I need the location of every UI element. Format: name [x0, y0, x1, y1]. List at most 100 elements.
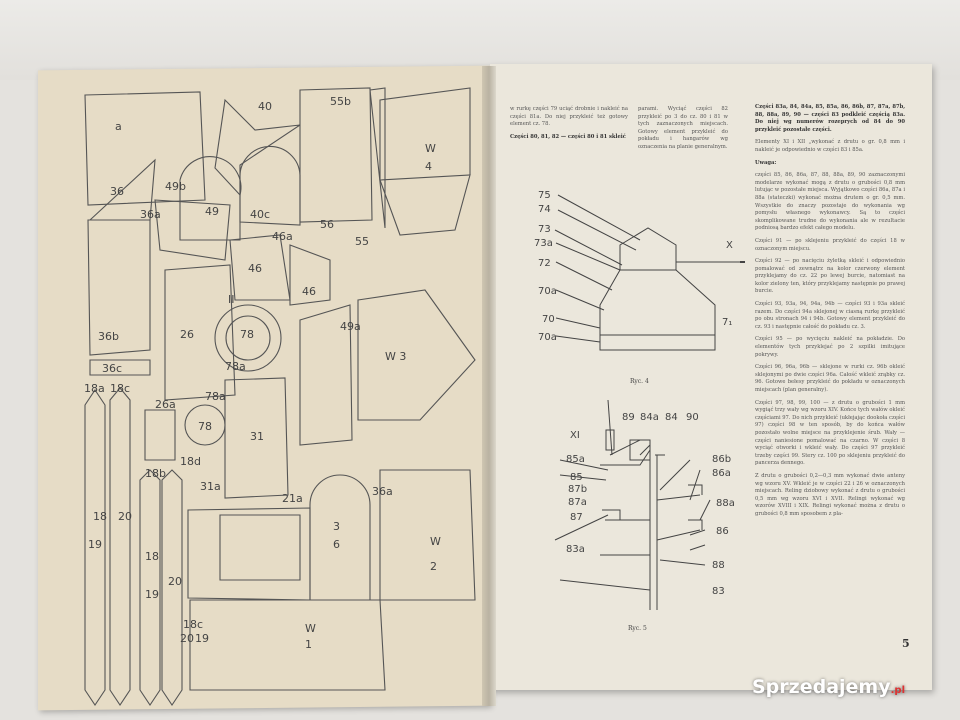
- part-label: 78a: [225, 360, 246, 373]
- fig-label: 74: [538, 204, 551, 215]
- fig-label: 87b: [568, 484, 587, 495]
- paragraph: Elementy XI i XII „wykonać z drutu o gr.…: [755, 139, 905, 153]
- part-labels: 40 55b 36a 49b 49 40c 56 46a 46 46 55 26…: [84, 95, 441, 651]
- part-label: a: [115, 120, 122, 133]
- part-label: 26: [180, 328, 194, 341]
- part-label: 3: [333, 520, 340, 533]
- part-label: 78: [198, 420, 212, 433]
- fig-label: 70: [542, 314, 555, 325]
- part-label: 19: [88, 538, 102, 551]
- part-label: 2: [430, 560, 437, 573]
- part-label: 40: [258, 100, 272, 113]
- fig-label: 84: [665, 412, 678, 423]
- paragraph: Części 93, 93a, 94, 94a, 94b — części 93…: [755, 301, 905, 330]
- part-label: 40c: [250, 208, 270, 221]
- part-label: 31: [250, 430, 264, 443]
- fig-label: 87: [570, 512, 583, 523]
- fig-label: 86a: [712, 468, 731, 479]
- fig-label: 89: [622, 412, 635, 423]
- binding-gutter: [482, 66, 496, 706]
- part-label: 55: [355, 235, 369, 248]
- part-label: 18c: [183, 618, 203, 631]
- fig-label: 70a: [538, 286, 557, 297]
- fig-label: 73: [538, 224, 551, 235]
- part-label: 20: [168, 575, 182, 588]
- figure-5-caption: Ryc. 5: [628, 625, 647, 632]
- part-label: 36b: [98, 330, 119, 343]
- figure-4-caption: Ryc. 4: [630, 378, 649, 385]
- fig-label: 86b: [712, 454, 731, 465]
- fig-label: 90: [686, 412, 699, 423]
- fig-label: 87a: [568, 497, 587, 508]
- part-label: 49: [205, 205, 219, 218]
- paragraph: w rurkę części 79 uciąć drobnie i naklei…: [510, 106, 628, 128]
- fig-label: 73a: [534, 238, 553, 249]
- part-label: 18a: [84, 382, 105, 395]
- part-label: 36a: [140, 208, 161, 221]
- fig-label: 88: [712, 560, 725, 571]
- fig-label: 85a: [566, 454, 585, 465]
- paragraph: Części 83a, 84, 84a, 85, 85a, 86, 86b, 8…: [755, 104, 905, 133]
- fig-label: 83a: [566, 544, 585, 555]
- fig-label: 85: [570, 472, 583, 483]
- fig-label: 83: [712, 586, 725, 597]
- fig-label: X: [726, 240, 733, 251]
- paragraph: Części 96, 96a, 96b — sklejone w rurki c…: [755, 364, 905, 393]
- part-label: 19: [145, 588, 159, 601]
- paragraph: Części 95 — po wycięciu nakleić na pokła…: [755, 336, 905, 358]
- part-label: W: [305, 622, 316, 635]
- part-label: 49b: [165, 180, 186, 193]
- fig-label: 86: [716, 526, 729, 537]
- part-label: 18: [145, 550, 159, 563]
- part-label: 18d: [180, 455, 201, 468]
- part-label: 6: [333, 538, 340, 551]
- figure-4: [554, 194, 745, 351]
- part-label: 20: [118, 510, 132, 523]
- text-column-2: parami. Wyciąć części 82 przykleić po 3 …: [638, 106, 728, 157]
- text-column-3: Części 83a, 84, 84a, 85, 85a, 86, 86b, 8…: [755, 104, 905, 524]
- fig-label: 72: [538, 258, 551, 269]
- part-label: 21a: [282, 492, 303, 505]
- figure-5: [554, 399, 711, 610]
- figure-5-labels: XI 85a 85 89 84a 84 90 86b 86a 88a 86 87…: [566, 412, 735, 597]
- fig-label: 70a: [538, 332, 557, 343]
- part-label: II: [228, 293, 235, 306]
- part-label: 18b: [145, 467, 166, 480]
- part-label: W: [425, 142, 436, 155]
- watermark-logo: Sprzedajemy.pl: [752, 676, 905, 698]
- paragraph: Części 80, 81, 82 — części 80 i 81 sklei…: [510, 133, 626, 140]
- figure-4-labels: 75 74 73 73a 72 70a 70 70a X 7₁: [534, 190, 733, 343]
- paragraph: Części 97, 98, 99, 100 — z drutu o grubo…: [755, 399, 905, 467]
- part-label: 20: [180, 632, 194, 645]
- part-label: 19: [195, 632, 209, 645]
- paragraph: Części 91 — po sklejeniu przykleić do cz…: [755, 237, 905, 252]
- fig-label: XI: [570, 430, 580, 441]
- fig-label: 7₁: [722, 317, 732, 328]
- part-label: 31a: [200, 480, 221, 493]
- part-label: 36c: [102, 362, 122, 375]
- part-label: 26a: [155, 398, 176, 411]
- paragraph: parami. Wyciąć części 82 przykleić po 3 …: [638, 106, 728, 150]
- page-number: 5: [902, 637, 910, 650]
- part-label: 46: [248, 262, 262, 275]
- part-label: 18: [93, 510, 107, 523]
- part-label: 78a: [205, 390, 226, 403]
- note-heading: Uwaga:: [755, 159, 777, 166]
- part-label: 1: [305, 638, 312, 651]
- paragraph: Części 92 — po nacięciu żyletką skleić i…: [755, 258, 905, 295]
- watermark-suffix: .pl: [890, 685, 905, 696]
- fig-label: 88a: [716, 498, 735, 509]
- part-label: 36a: [372, 485, 393, 498]
- part-label: 55b: [330, 95, 351, 108]
- text-column-1: w rurkę części 79 uciąć drobnie i naklei…: [510, 106, 628, 146]
- part-label: 49a: [340, 320, 361, 333]
- part-label: 4: [425, 160, 432, 173]
- part-label: 56: [320, 218, 334, 231]
- part-label: 46a: [272, 230, 293, 243]
- fig-label: 84a: [640, 412, 659, 423]
- paragraph: Z drutu o grubości 0,2—0,3 mm wykonać dw…: [755, 472, 905, 517]
- watermark-text: Sprzedajemy: [752, 676, 891, 698]
- part-label: W 3: [385, 350, 406, 363]
- part-label: 36: [110, 185, 124, 198]
